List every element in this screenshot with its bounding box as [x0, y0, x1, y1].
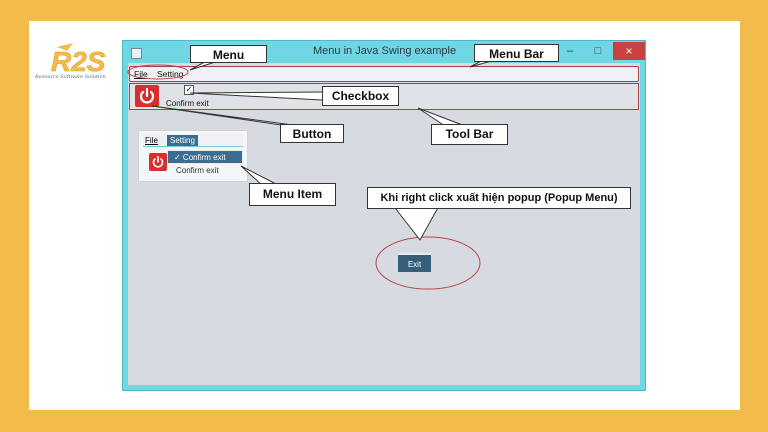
callout-menu-bar: Menu Bar [474, 44, 559, 62]
confirm-exit-menu-item[interactable]: ✓ Confirm exit [167, 150, 243, 164]
callout-popup-menu: Khi right click xuất hiện popup (Popup M… [367, 187, 631, 209]
callout-button: Button [280, 124, 344, 143]
example-exit-button [149, 153, 167, 171]
close-button[interactable]: × [613, 42, 645, 60]
maximize-button[interactable]: □ [594, 45, 602, 57]
button-pointer [151, 105, 301, 127]
menu-file[interactable]: File [134, 69, 148, 79]
popup-highlight [375, 236, 481, 290]
checkbox-pointer [189, 91, 323, 101]
window-title: Menu in Java Swing example [313, 45, 457, 57]
confirm-exit-label: Confirm exit [166, 99, 209, 108]
java-app-icon [131, 48, 142, 59]
menu-setting[interactable]: Setting [157, 69, 184, 79]
power-icon [152, 155, 164, 168]
logo-mark: R2S [51, 46, 106, 77]
minimize-button[interactable]: – [566, 45, 574, 57]
menu-highlight [127, 64, 189, 80]
popup-exit-item[interactable]: Exit [398, 253, 431, 272]
popup-pointer [391, 203, 441, 241]
callout-checkbox: Checkbox [322, 86, 399, 106]
callout-menu: Menu [190, 45, 267, 63]
toolbar-pointer [417, 107, 466, 127]
example-checkbox-label: Confirm exit [176, 166, 219, 175]
menu-item-example: File Setting Confirm exit ✓ Confirm exit [138, 130, 248, 182]
logo-tagline: Resource Software Solution [35, 74, 106, 80]
menuitem-pointer [240, 165, 279, 186]
exit-toolbar-button[interactable] [135, 85, 159, 107]
example-menu-setting[interactable]: Setting [167, 135, 198, 146]
r2s-logo: R2S [51, 43, 106, 77]
power-icon [139, 87, 155, 104]
window-content: File Setting ✓ Confirm exit [128, 63, 640, 385]
callout-tool-bar: Tool Bar [431, 124, 508, 145]
example-menu-file[interactable]: File [145, 136, 158, 145]
menu-bar: File Setting [129, 66, 639, 82]
confirm-exit-checkbox[interactable]: ✓ [184, 85, 194, 95]
callout-menu-item: Menu Item [249, 183, 336, 206]
